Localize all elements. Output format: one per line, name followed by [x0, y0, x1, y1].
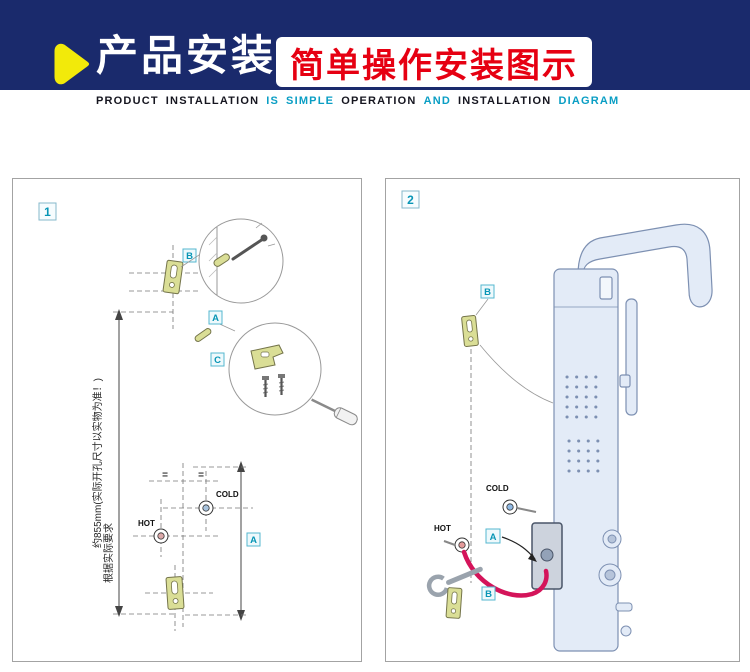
step-number-1: 1 [44, 205, 51, 219]
subtitle-en-word: PRODUCT [96, 95, 159, 107]
screws-icon [262, 374, 285, 397]
hot-hose [461, 549, 549, 598]
subtitle-en-word: AND [423, 95, 452, 107]
step-badge-2: 2 [401, 190, 420, 209]
svg-text:A: A [490, 532, 497, 543]
dimension-855mm: 约855mm(实际开孔尺寸以实物为准！) 根据实际要求 [91, 309, 175, 617]
page-title: 产品安装 [96, 32, 277, 79]
leader-curve-top [479, 344, 554, 404]
shower-arm [577, 223, 713, 308]
anchor-plug [194, 328, 212, 342]
label-b-top: B [480, 284, 495, 299]
yellow-arrow-icon [54, 43, 90, 85]
dimension-a: A [185, 461, 261, 621]
subtitle-cn: 简单操作安装图示 [290, 46, 578, 85]
label-a: A [208, 310, 223, 325]
header-banner: 产品安装 简单操作安装图示 [0, 0, 750, 90]
svg-text:A: A [212, 313, 219, 324]
detail-circle-bracket [228, 322, 322, 416]
note-dimension: 约855mm(实际开孔尺寸以实物为准！) [91, 378, 104, 548]
label-a: A [485, 528, 501, 544]
installation-step-2-panel: 2 [385, 178, 740, 662]
wrench-icon [426, 566, 483, 597]
step-badge-1: 1 [38, 202, 57, 221]
pointer-arrow [501, 536, 536, 560]
mixer-valve-box [531, 522, 563, 590]
label-b-bottom: B [481, 586, 496, 601]
wall-bracket-bottom [165, 576, 185, 610]
cold-label: COLD [216, 490, 239, 499]
wall-bracket-b [162, 259, 184, 295]
installation-step-1-panel: 1 B [12, 178, 362, 662]
svg-text:B: B [485, 589, 492, 600]
dim-label-a: A [246, 532, 261, 547]
wand-clip [619, 374, 631, 388]
svg-text:A: A [250, 535, 257, 546]
spout [615, 602, 633, 612]
diagram-step-2: 2 [401, 190, 713, 652]
subtitle-en-word: INSTALLATION [165, 95, 260, 107]
cold-label: COLD [486, 484, 509, 493]
cold-connection: COLD [486, 484, 537, 515]
diagram-step-1: 1 B [38, 202, 358, 631]
equal-mark-right: = [198, 470, 204, 481]
control-knobs [598, 529, 633, 637]
svg-text:B: B [484, 287, 491, 298]
drill-detail-icon [208, 222, 276, 295]
detail-circle-drill [198, 218, 284, 304]
subtitle-en: PRODUCT INSTALLATION IS SIMPLE OPERATION AND I… [96, 95, 626, 107]
equal-mark-left: = [162, 470, 168, 481]
bottom-knob [620, 625, 632, 637]
pointer-arrowhead [528, 553, 537, 562]
hot-label: HOT [138, 519, 155, 528]
hand-shower-wand [625, 298, 638, 416]
svg-text:C: C [214, 355, 221, 366]
label-c: C [210, 352, 225, 367]
svg-text:B: B [186, 251, 193, 262]
hot-label: HOT [434, 524, 451, 533]
subtitle-en-word: OPERATION [341, 95, 417, 107]
subtitle-en-word: SIMPLE [286, 95, 335, 107]
subtitle-en-word: IS [266, 95, 280, 107]
wall-bracket-bottom [445, 587, 463, 619]
hot-connection: HOT [434, 524, 470, 553]
leader-b-top [475, 298, 489, 316]
subtitle-en-word: DIAGRAM [558, 95, 620, 107]
note-requirement: 根据实际要求 [102, 523, 115, 583]
hot-outlet: HOT [133, 499, 218, 557]
wall-bracket-top [461, 315, 479, 347]
shower-column [553, 268, 619, 652]
step-number-2: 2 [407, 193, 414, 207]
label-b: B [182, 248, 197, 263]
shower-panel-illustration [553, 223, 713, 652]
subtitle-highlight-box: 简单操作安装图示 [276, 37, 592, 87]
screwdriver-icon [311, 398, 358, 426]
subtitle-en-word: INSTALLATION [458, 95, 552, 107]
column-top-window [599, 276, 613, 300]
cold-outlet: COLD [163, 471, 253, 531]
